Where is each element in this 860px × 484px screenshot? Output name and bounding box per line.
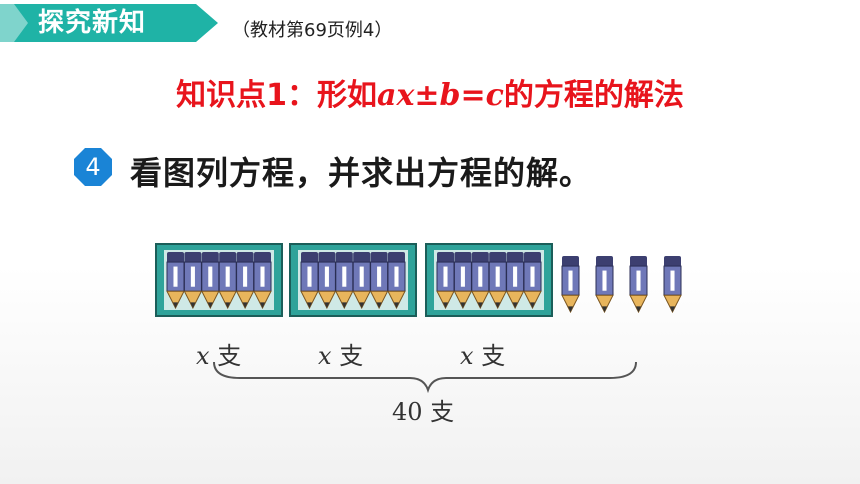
example-number: 4 [85,153,101,181]
textbook-reference: （教材第69页例4） [232,20,393,41]
box-label-2: x 支 [318,342,364,370]
total-label: 40 支 [392,398,455,426]
section-tag: 探究新知 [0,0,218,46]
knowledge-point-prefix: 知识点1：形如 [176,78,378,113]
box-1-pencil-1 [166,252,185,310]
box-label-3: x 支 [460,342,506,370]
total-brace [213,361,637,394]
box-1-pencil-5 [235,252,255,310]
box-label-1: x 支 [196,342,242,370]
example-question: 看图列方程，并求出方程的解。 [130,154,593,192]
knowledge-point-suffix: 的方程的解法 [503,78,684,113]
box-2-pencil-6 [387,252,406,310]
badge-octagon-shape [74,148,112,186]
box-2-pencil-4 [352,252,372,310]
loose-pencil-3 [629,256,648,314]
section-tag-shape [0,4,218,42]
box-2-pencil-2 [317,252,337,310]
knowledge-point-formula: ax±b=c [377,78,504,113]
knowledge-point-title: 知识点1：形如ax±b=c的方程的解法 [0,70,860,114]
loose-pencil-2 [595,256,614,314]
box-3-pencil-1 [436,252,455,310]
box-1-pencil-2 [183,252,203,310]
box-2-pencil-3 [334,252,354,310]
box-3-pencil-5 [505,252,525,310]
section-tag-label: 探究新知 [38,8,147,38]
example-number-badge: 4 [74,148,112,186]
box-3-pencil-3 [470,252,490,310]
box-3-pencil-6 [523,252,542,310]
box-1-pencil-6 [253,252,272,310]
loose-pencil-4 [663,256,682,314]
box-2-pencil-5 [369,252,389,310]
box-2-pencil-1 [300,252,319,310]
box-1-pencil-4 [218,252,238,310]
loose-pencil-1 [561,256,580,314]
